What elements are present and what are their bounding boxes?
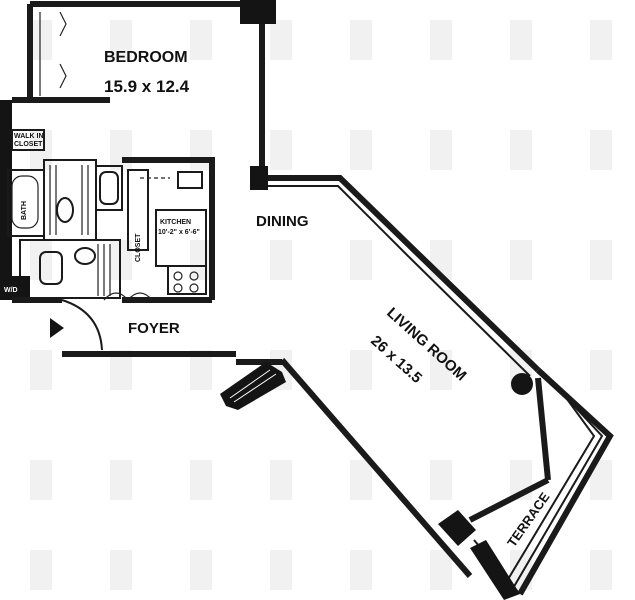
kitchen-dims: 10'-2" x 6'-6" [158, 229, 200, 236]
column-icon [438, 510, 476, 546]
living-walls [220, 166, 614, 600]
bedroom-dims: 15.9 x 12.4 [104, 77, 190, 96]
watermark-pattern [30, 20, 612, 590]
dining-name: DINING [256, 213, 309, 230]
foyer-walls [12, 297, 236, 357]
closet-label: CLOSET [135, 233, 142, 262]
kitchen-name: KITCHEN [160, 219, 191, 226]
entry-door-icon [50, 318, 64, 338]
bedroom-name: BEDROOM [104, 49, 188, 66]
bath-hatching [49, 165, 89, 235]
walk-in-closet-label-2: CLOSET [14, 141, 43, 148]
washer-dryer-label: W/D [4, 287, 18, 294]
living-room-column [511, 373, 533, 395]
toilet-icon [56, 197, 74, 223]
kitchen-walls [103, 157, 215, 303]
living-room-name: LIVING ROOM [383, 304, 469, 384]
walk-in-closet-label: WALK IN [14, 133, 44, 140]
bedroom-walls [12, 0, 276, 180]
sink-icon [74, 247, 96, 265]
closet-hatching [97, 244, 111, 296]
core-walls [0, 100, 123, 300]
stair-block [220, 362, 286, 410]
bath-label: BATH [21, 201, 28, 220]
terrace-corner-column [470, 540, 520, 600]
foyer-name: FOYER [128, 320, 180, 337]
